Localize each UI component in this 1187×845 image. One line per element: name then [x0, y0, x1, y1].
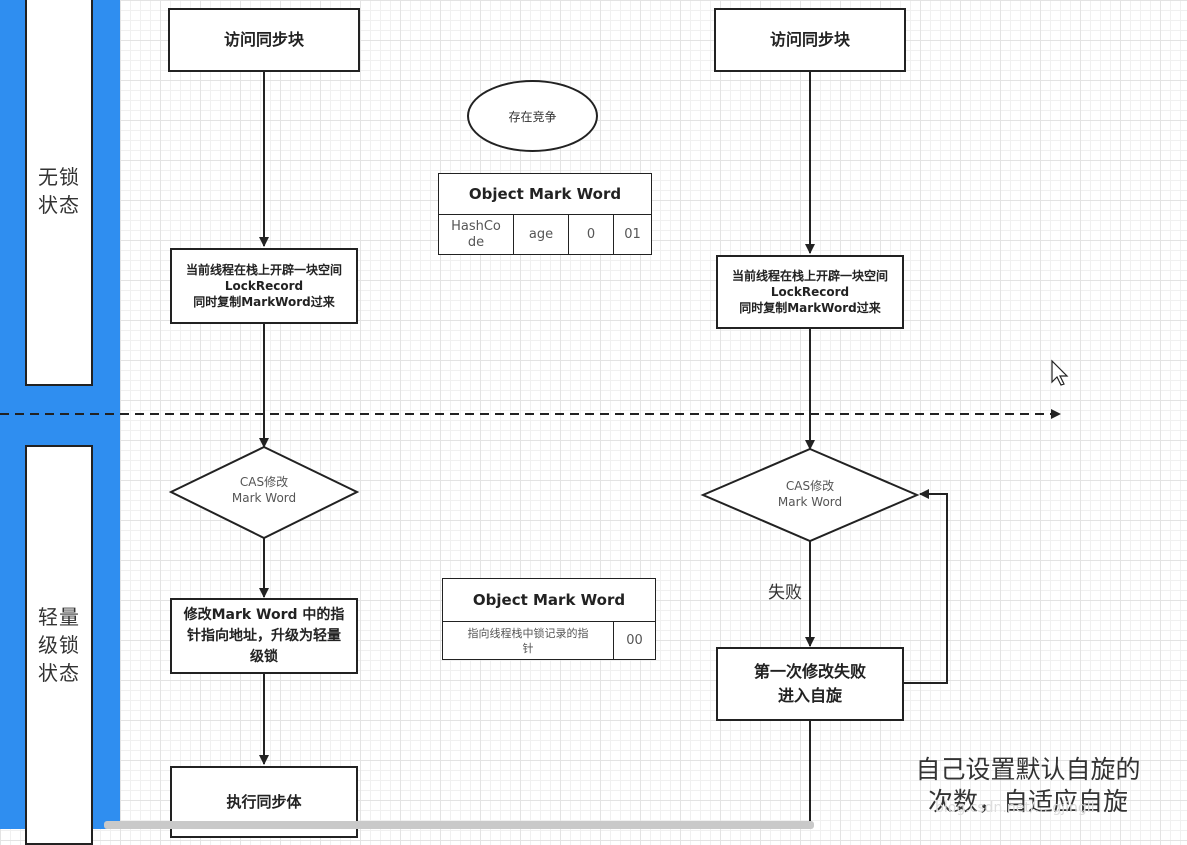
lane-lightweight: 轻量 级锁 状态: [25, 445, 93, 845]
left-modify-box: 修改Mark Word 中的指 针指向地址，升级为轻量 级锁: [170, 598, 358, 674]
left-cas-label: CAS修改 Mark Word: [231, 475, 297, 505]
mw-biased-cell: 0: [568, 214, 614, 255]
mw-lock-bits-cell: 01: [613, 214, 652, 255]
mw-age-cell: age: [513, 214, 569, 255]
mw-pointer-cell: 指向线程栈中锁记录的指 针: [442, 621, 614, 660]
watermark: blog.csdn.net/... gjingll: [935, 800, 1095, 816]
fail-label: 失败: [768, 583, 802, 603]
right-spin-box: 第一次修改失败 进入自旋: [716, 647, 904, 721]
mark-word-unlocked-title: Object Mark Word: [438, 173, 652, 215]
left-lock-record-box: 当前线程在栈上开辟一块空间 LockRecord 同时复制MarkWord过来: [170, 248, 358, 324]
right-lock-record-box: 当前线程在栈上开辟一块空间 LockRecord 同时复制MarkWord过来: [716, 255, 904, 329]
mw-light-bits-cell: 00: [613, 621, 656, 660]
mark-word-light-title: Object Mark Word: [442, 578, 656, 622]
right-access-sync-box: 访问同步块: [714, 8, 906, 72]
horizontal-scrollbar[interactable]: [104, 821, 814, 829]
mark-word-light-table: Object Mark Word 指向线程栈中锁记录的指 针 00: [442, 578, 656, 660]
mark-word-unlocked-table: Object Mark Word HashCo de age 0 01: [438, 173, 652, 255]
cursor-icon: [1051, 359, 1069, 386]
diamond-left-shape: [168, 445, 360, 540]
edge-loop: [904, 489, 948, 684]
left-access-sync-box: 访问同步块: [168, 8, 360, 72]
spin-note: 自己设置默认自旋的 次数，自适应自旋: [915, 755, 1141, 816]
contention-oval: 存在竞争: [467, 80, 598, 152]
diamond-right-shape: [700, 447, 920, 543]
lane-unlocked: 无锁 状态: [25, 0, 93, 386]
mw-hashcode-cell: HashCo de: [438, 214, 514, 255]
right-cas-label: CAS修改 Mark Word: [777, 479, 843, 509]
